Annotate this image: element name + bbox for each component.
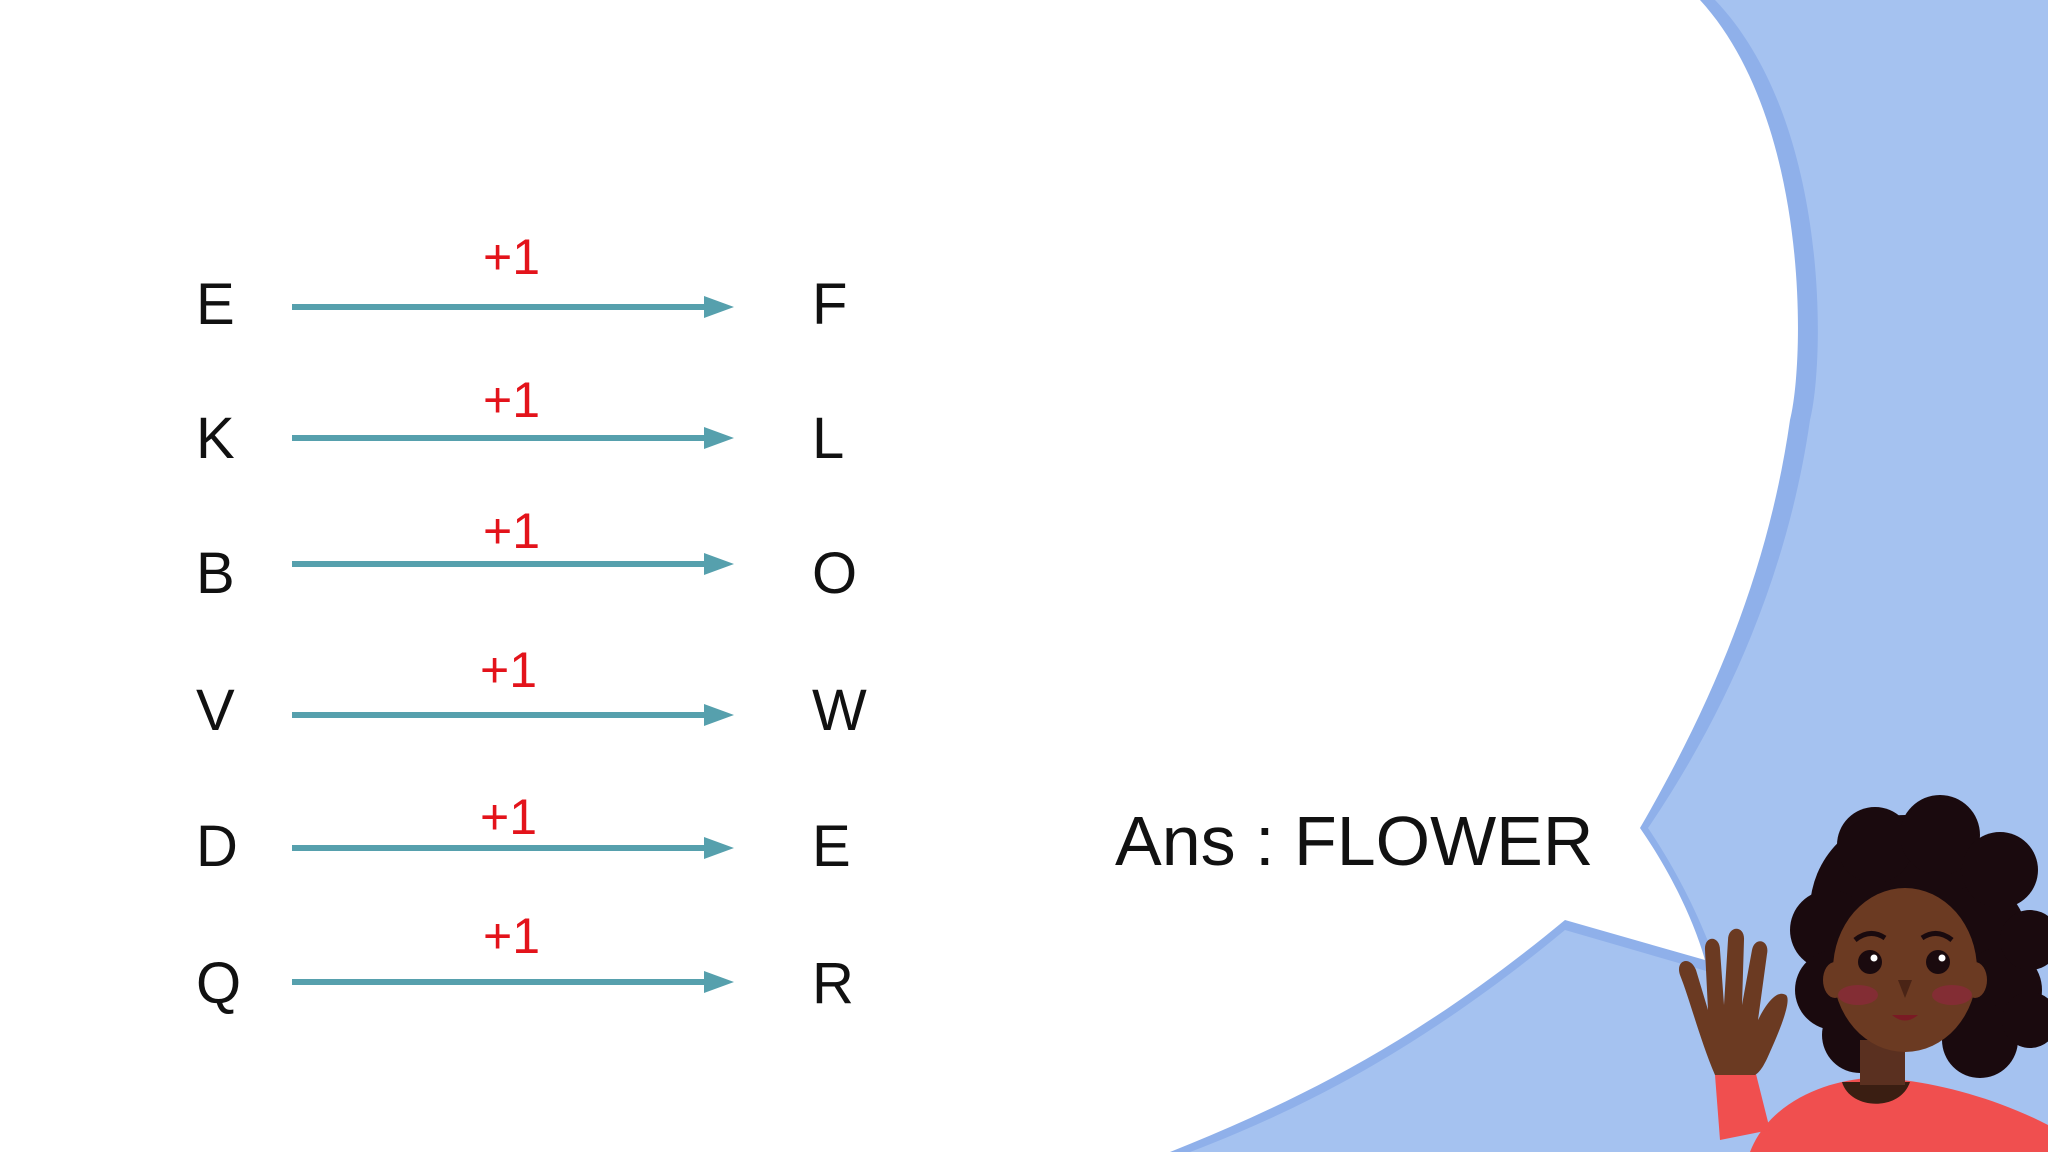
answer-text: Ans : FLOWER <box>1115 802 1594 880</box>
right-arrow-icon <box>292 427 734 449</box>
target-letter: E <box>812 814 851 879</box>
source-letter: V <box>196 678 235 743</box>
target-letter: R <box>812 951 854 1016</box>
shift-label: +1 <box>483 229 541 285</box>
right-arrow-icon <box>292 296 734 318</box>
target-letter: W <box>812 678 867 743</box>
target-letter: L <box>812 406 845 471</box>
source-letter: K <box>196 406 235 471</box>
right-arrow-icon <box>292 553 734 575</box>
shift-label: +1 <box>483 503 541 559</box>
right-arrow-icon <box>292 704 734 726</box>
waving-girl-icon <box>1678 795 2048 1152</box>
shift-label: +1 <box>480 642 538 698</box>
shift-label: +1 <box>483 372 541 428</box>
shift-label: +1 <box>480 789 538 845</box>
shift-label: +1 <box>483 908 541 964</box>
target-letter: O <box>812 541 858 606</box>
source-letter: D <box>196 814 238 879</box>
source-letter: B <box>196 541 235 606</box>
right-arrow-icon <box>292 837 734 859</box>
source-letter: E <box>196 272 235 337</box>
right-arrow-icon <box>292 971 734 993</box>
target-letter: F <box>812 272 848 337</box>
source-letter: Q <box>196 951 242 1016</box>
